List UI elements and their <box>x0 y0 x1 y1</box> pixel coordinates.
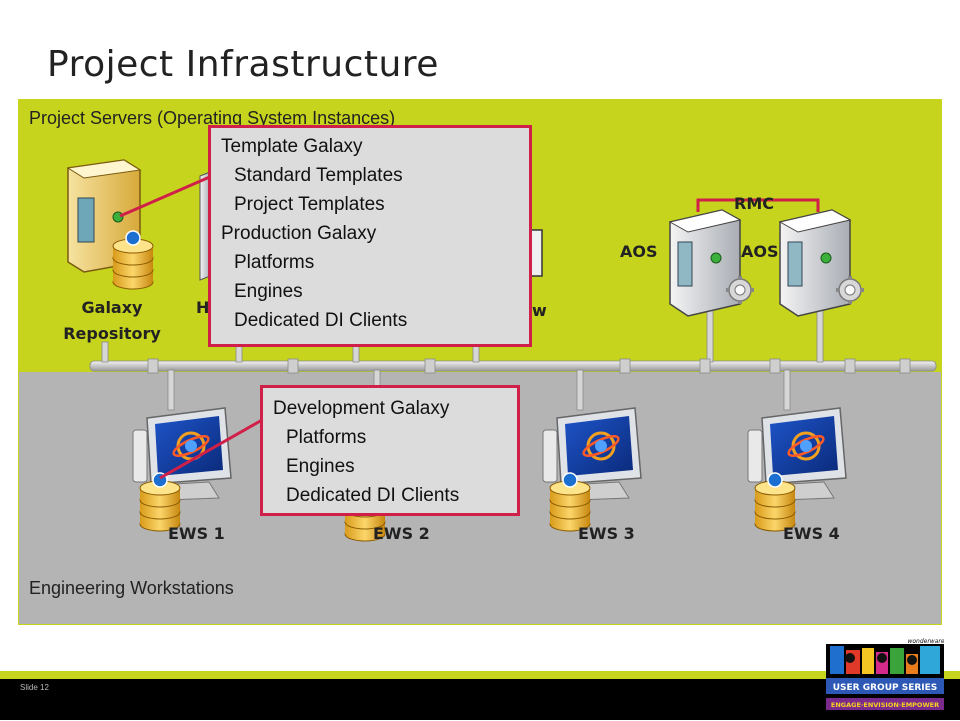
ews-4-label: EWS 4 <box>783 524 840 543</box>
logo-graphic: wonderware USER GROUP SERIES ENGAGE·ENVI… <box>826 638 945 716</box>
galaxy-repository-label: Galaxy Repository <box>52 295 172 347</box>
aos-server-1-icon <box>668 209 742 317</box>
rmc-label: RMC <box>734 194 774 213</box>
bus-tap <box>899 358 911 374</box>
logo-brand-text: wonderware <box>907 638 944 645</box>
footer-bar <box>0 679 960 720</box>
bus-tap <box>619 358 631 374</box>
bus-tap <box>844 358 856 374</box>
template-callout-line: Dedicated DI Clients <box>234 310 408 331</box>
page-title: Project Infrastructure <box>47 44 439 85</box>
galaxy-repository-label-line2: Repository <box>63 324 161 343</box>
drop-galaxy-repository <box>101 341 109 363</box>
bus-tap <box>424 358 436 374</box>
ews-2-label: EWS 2 <box>373 524 430 543</box>
drop-ews-1 <box>167 369 175 411</box>
aos-server-2-icon <box>778 209 852 317</box>
template-callout-line: Template Galaxy <box>221 136 363 157</box>
logo-main-text: USER GROUP SERIES <box>833 683 938 693</box>
template-callout-line: Standard Templates <box>234 165 403 186</box>
bus-tap <box>699 358 711 374</box>
development-callout-line: Dedicated DI Clients <box>286 485 460 506</box>
rmc-connector <box>696 198 820 212</box>
template-callout-line: Production Galaxy <box>221 223 377 244</box>
aos-2-label: AOS <box>741 242 779 261</box>
ews-3-label: EWS 3 <box>578 524 635 543</box>
historian-label: H <box>196 298 210 317</box>
galaxy-repository-label-line1: Galaxy <box>81 298 143 317</box>
template-callout-pointer <box>119 174 213 218</box>
footer-accent-bar <box>0 671 960 679</box>
aos-1-label: AOS <box>620 242 658 261</box>
ews-1-label: EWS 1 <box>168 524 225 543</box>
network-bus <box>89 360 937 372</box>
logo-tagline-text: ENGAGE·ENVISION·EMPOWER <box>831 701 939 709</box>
project-servers-label: Project Servers (Operating System Instan… <box>29 108 396 128</box>
template-callout-line: Platforms <box>234 252 315 273</box>
drop-ews-4 <box>783 369 791 411</box>
development-callout-pointer <box>159 418 263 480</box>
engineering-workstations-label: Engineering Workstations <box>29 578 234 598</box>
slide-number: Slide 12 <box>20 683 49 692</box>
template-callout-line: Engines <box>234 281 303 302</box>
development-callout-line: Development Galaxy <box>273 398 450 419</box>
bus-tap <box>147 358 159 374</box>
drop-ews-3 <box>576 369 584 411</box>
development-callout-line: Engines <box>286 456 355 477</box>
bus-tap <box>287 358 299 374</box>
bus-tap <box>769 358 781 374</box>
development-callout-line: Platforms <box>286 427 367 448</box>
infoview-label: w <box>532 301 547 320</box>
template-callout-line: Project Templates <box>234 194 385 215</box>
user-group-series-logo: wonderware USER GROUP SERIES ENGAGE·ENVI… <box>826 636 945 716</box>
